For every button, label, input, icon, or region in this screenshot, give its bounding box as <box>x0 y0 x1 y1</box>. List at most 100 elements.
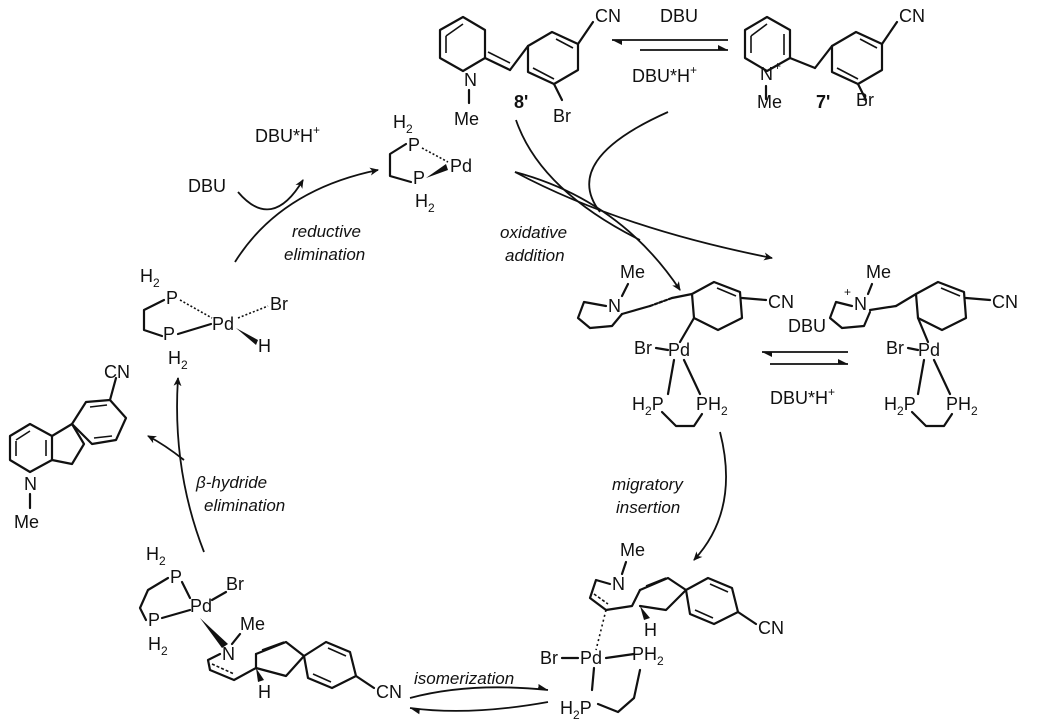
h2-bottom: H2 <box>148 634 168 658</box>
compound-label-8: 8' <box>514 92 528 112</box>
dashed-bond <box>421 147 449 163</box>
vinyl-double <box>487 51 511 64</box>
allyl-dashed <box>593 593 609 605</box>
wedge-bond <box>426 164 448 178</box>
step-label-migratory: migratory <box>612 475 684 494</box>
five-ring <box>254 640 306 678</box>
br-label: Br <box>886 338 904 358</box>
nitrile-label: CN <box>992 292 1018 312</box>
isomerization-arrow-left <box>409 701 549 715</box>
bromo-bond <box>552 82 564 102</box>
step-label-beta-elimination: elimination <box>204 496 285 515</box>
vinyl-dashed <box>648 296 674 308</box>
migratory-insertion-arrow <box>693 431 727 561</box>
br-label: Br <box>226 574 244 594</box>
methylene-bond <box>788 56 817 70</box>
n-methyl-label: Me <box>866 262 891 282</box>
compound-7-prime: CN Br N + Me 7' <box>743 6 925 112</box>
nitrile-bond <box>108 376 118 402</box>
aromatic-line <box>709 583 729 593</box>
substrate-8-entry <box>515 119 641 241</box>
h2-bottom: H2 <box>168 348 188 372</box>
vinyl-bond <box>483 56 512 72</box>
h2-top: H2 <box>393 112 413 136</box>
h2p-label: H2P <box>884 394 916 418</box>
dashed-bond <box>179 299 213 319</box>
pd-metal: Pd <box>918 340 940 360</box>
bromo-label: Br <box>553 106 571 126</box>
aromatic-line <box>555 38 574 49</box>
h2p-label: H2P <box>560 698 592 722</box>
bromo-label: Br <box>856 90 874 110</box>
pd-metal: Pd <box>190 596 212 616</box>
aromatic-line <box>312 673 332 683</box>
step-label-beta: β-hydride <box>195 473 267 492</box>
aryl-ring-8 <box>526 30 580 86</box>
pd-br-bond <box>906 346 920 352</box>
step-label-oxidative: oxidative <box>500 223 567 242</box>
aromatic-line <box>89 404 108 408</box>
h2-bottom: H2 <box>415 191 435 215</box>
n-methyl-label: Me <box>14 512 39 532</box>
ph2-label: PH2 <box>632 644 664 668</box>
n-atom: N <box>608 296 621 316</box>
n-methyl-label: Me <box>240 614 265 634</box>
n-methyl-bond <box>620 560 628 576</box>
ethylene-bridge <box>388 142 413 184</box>
pd-metal: Pd <box>668 340 690 360</box>
nitrile-bond <box>880 20 899 46</box>
nitrile-label: CN <box>376 682 402 702</box>
n-atom: N <box>24 474 37 494</box>
dihydropyridine-ring <box>206 652 258 682</box>
n-methyl-label: Me <box>620 540 645 560</box>
substrate-7-entry <box>588 111 669 213</box>
aromatic-line <box>940 287 961 297</box>
ethylene-bridge <box>660 410 704 428</box>
n-atom: N <box>222 644 235 664</box>
dbu-label-top: DBU <box>660 6 698 26</box>
isomerization-arrow-right <box>409 684 549 699</box>
step-label-addition: addition <box>505 246 565 265</box>
ethylene-bridge <box>142 298 166 338</box>
aromatic-line <box>93 435 113 439</box>
ethylene-bridge <box>596 668 642 714</box>
aromatic-line <box>716 287 737 297</box>
p-pd-bond <box>160 608 192 620</box>
double-bond <box>445 23 464 37</box>
n-methyl-label: Me <box>757 92 782 112</box>
p-pd-bond <box>176 322 213 336</box>
double-bond <box>750 23 768 37</box>
nitrile-label: CN <box>104 362 130 382</box>
aromatic-line <box>532 67 555 80</box>
pd-metal: Pd <box>212 314 234 334</box>
nitrile-bond <box>354 674 376 690</box>
isomerized-complex: H2 P P H2 Pd Br Me N CN H <box>138 544 402 702</box>
five-ring <box>50 422 86 466</box>
migratory-insertion-step: migratory insertion <box>612 431 727 561</box>
isomerization-step: isomerization <box>409 669 549 715</box>
p-bottom: P <box>148 610 160 630</box>
wedge-bond <box>236 328 258 345</box>
h2p-label: H2P <box>632 394 664 418</box>
oxidative-addition-arrow-cation <box>514 171 773 261</box>
h-label: H <box>258 682 271 702</box>
reductive-elimination-arrow <box>234 167 379 263</box>
h2-top: H2 <box>140 266 160 290</box>
h-label: H <box>258 336 271 356</box>
pd0-complex: H2 P P H2 Pd <box>388 112 472 215</box>
compound-8-prime: CN Br N Me 8' <box>438 6 621 129</box>
nitrile-bond <box>736 610 758 626</box>
oxidative-addition-step: oxidative addition <box>500 111 773 291</box>
dihydropyridine-ring <box>588 578 642 612</box>
n-atom: N <box>612 574 625 594</box>
step-label-elimination: elimination <box>284 245 365 264</box>
pyrrole-ring <box>576 300 624 330</box>
p-top: P <box>170 567 182 587</box>
wedge-bond <box>640 606 650 620</box>
n-methyl-label: Me <box>454 109 479 129</box>
pd-metal: Pd <box>580 648 602 668</box>
vinyl-bond <box>620 304 652 316</box>
nitrile-label: CN <box>899 6 925 26</box>
double-bond <box>645 577 667 587</box>
